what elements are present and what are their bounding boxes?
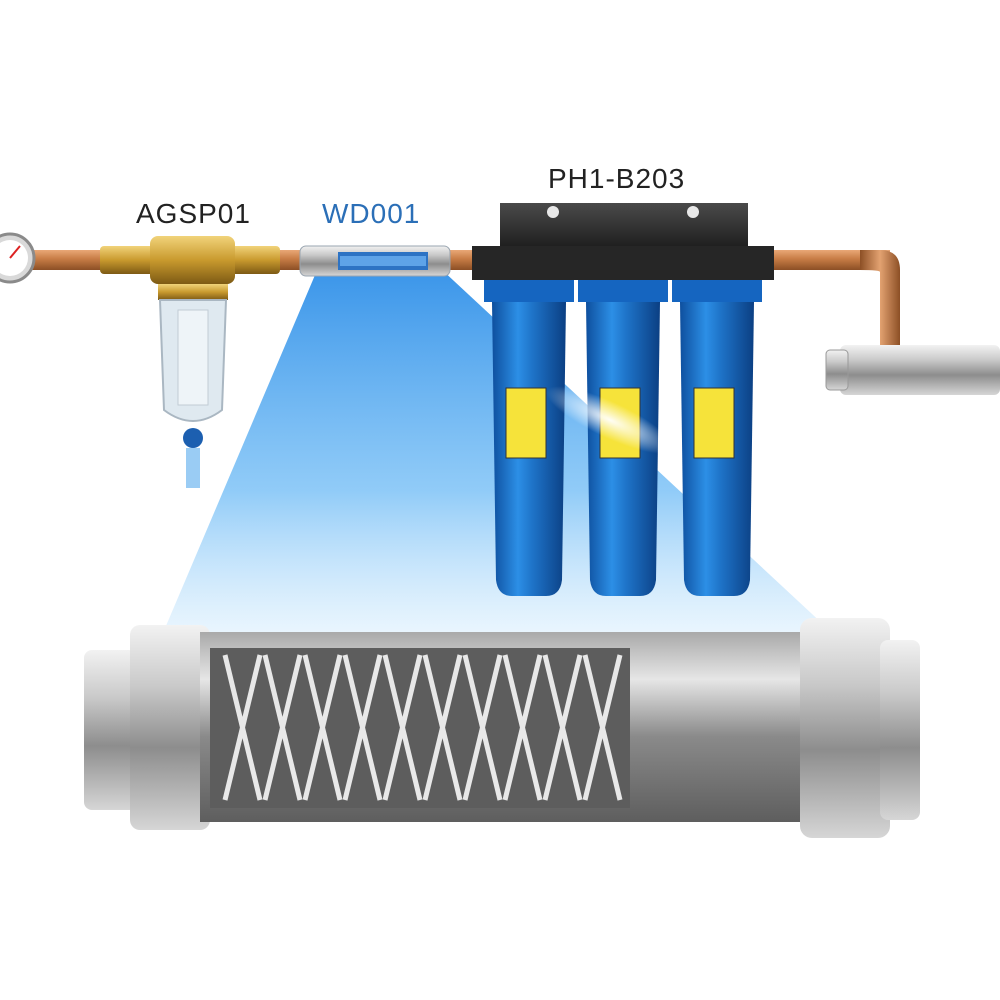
filter-housing-1 (484, 280, 574, 596)
filter-housing-2 (578, 280, 668, 596)
sediment-filter-label: AGSP01 (136, 198, 251, 229)
descaler-label: WD001 (322, 198, 421, 229)
uv-lamp-icon (825, 345, 1000, 395)
gauge-icon (0, 232, 36, 284)
light-flare (546, 386, 674, 454)
filter-bracket (472, 203, 774, 280)
descaler-cutaway (84, 618, 920, 838)
sediment-filter (100, 236, 280, 488)
filter-system-label: PH1-B203 (548, 163, 686, 194)
filter-housing-3 (672, 280, 762, 596)
copper-pipe-elbow (860, 250, 900, 360)
descaler (299, 245, 451, 277)
